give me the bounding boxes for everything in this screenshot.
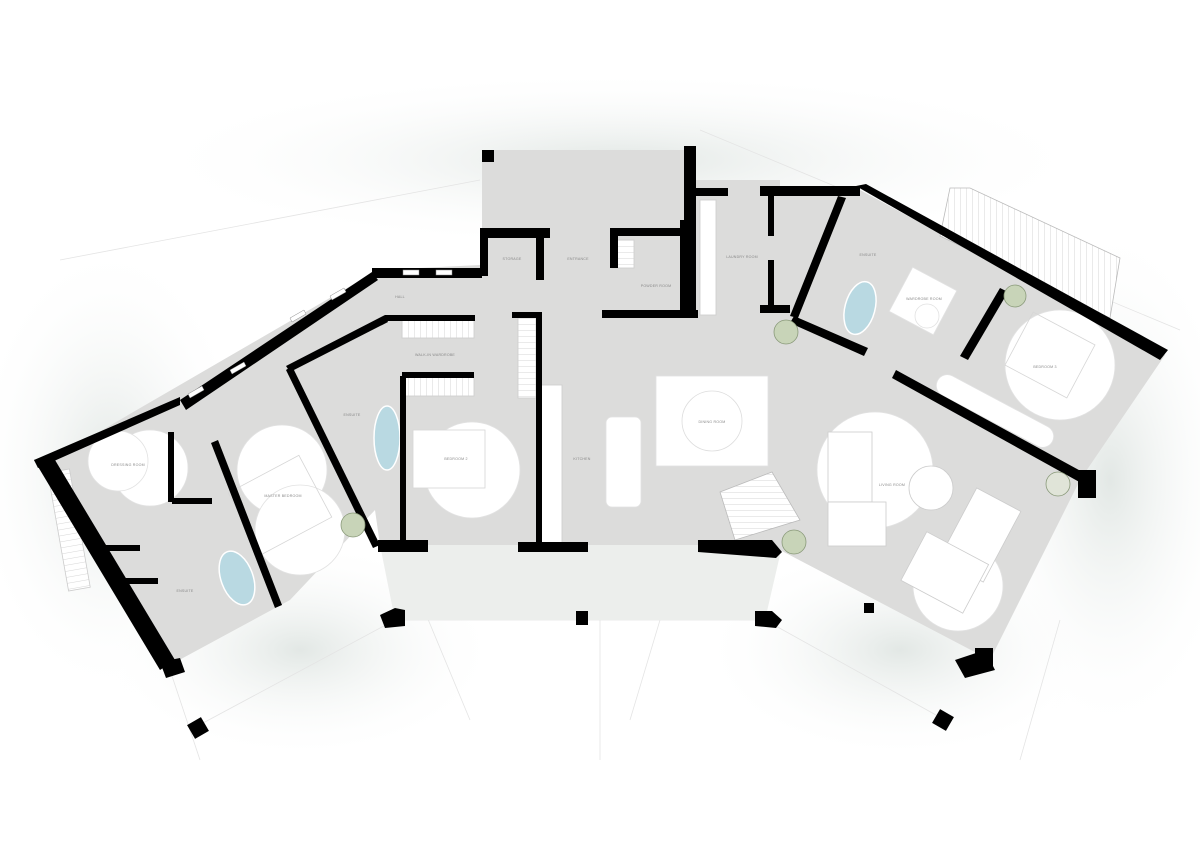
label-ensuite-2: ENSUITE	[344, 413, 361, 417]
walls	[34, 146, 1168, 739]
label-laundry-room: LAUNDRY ROOM	[726, 255, 758, 259]
label-ensuite-3: ENSUITE	[860, 253, 877, 257]
label-master-bedroom: MASTER BEDROOM	[264, 494, 301, 498]
label-hall: HALL	[395, 295, 405, 299]
label-bedroom-2: BEDROOM 2	[444, 457, 467, 461]
label-entrance: ENTRANCE	[567, 257, 589, 261]
room-labels: DRESSING ROOM MASTER BEDROOM ENSUITE HAL…	[111, 253, 1056, 593]
furniture	[47, 199, 1116, 632]
plants	[340, 284, 1071, 555]
label-powder-room: POWDER ROOM	[641, 284, 672, 288]
label-living-room: LIVING ROOM	[879, 483, 905, 487]
label-ensuite-1: ENSUITE	[177, 589, 194, 593]
label-bedroom-3: BEDROOM 3	[1033, 365, 1056, 369]
label-dining-room: DINING ROOM	[699, 420, 726, 424]
terrace	[380, 545, 780, 620]
label-dressing-room: DRESSING ROOM	[111, 463, 145, 467]
label-walk-in-wardrobe: WALK-IN WARDROBE	[415, 353, 455, 357]
label-wardrobe-room: WARDROBE ROOM	[906, 297, 942, 301]
label-storage: STORAGE	[503, 257, 522, 261]
exterior-stair	[719, 187, 1121, 541]
windows	[187, 269, 453, 399]
label-kitchen: KITCHEN	[573, 457, 590, 461]
bathtubs	[218, 280, 877, 606]
